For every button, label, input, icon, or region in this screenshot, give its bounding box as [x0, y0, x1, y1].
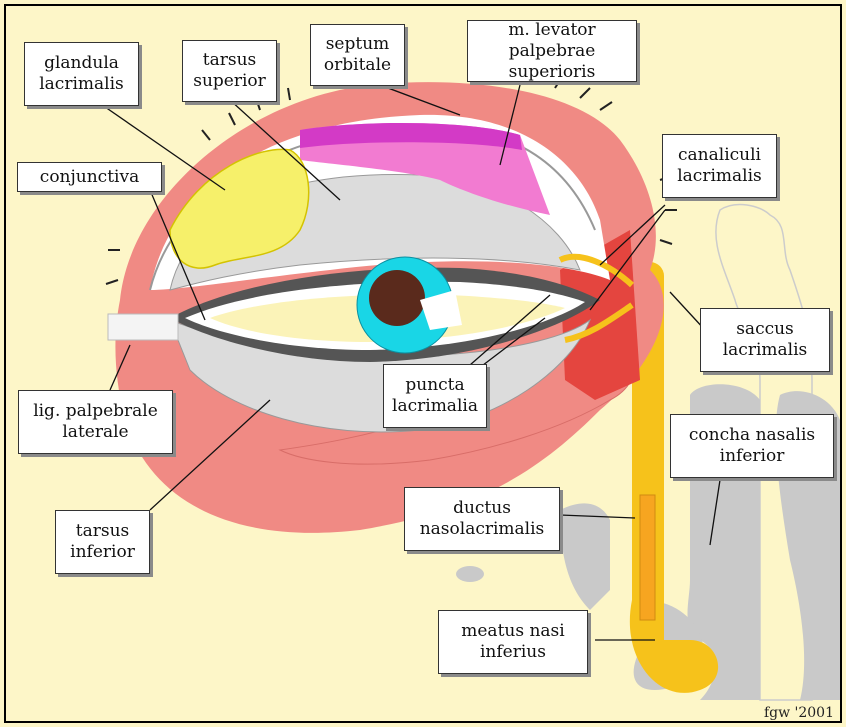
label-puncta-lacrimalia: puncta lacrimalia: [383, 364, 487, 428]
signature: fgw '2001: [764, 705, 834, 721]
label-ductus-nasolacrimalis: ductus nasolacrimalis: [404, 487, 560, 551]
label-lig-palpebrale-laterale: lig. palpebrale laterale: [18, 390, 173, 454]
label-saccus-lacrimalis: saccus lacrimalis: [700, 308, 830, 372]
label-levator: m. levator palpebrae superioris: [467, 20, 637, 82]
label-septum-orbitale: septum orbitale: [310, 24, 405, 86]
label-concha-nasalis-inferior: concha nasalis inferior: [670, 414, 834, 478]
label-tarsus-inferior: tarsus inferior: [55, 510, 150, 574]
pupil: [369, 270, 425, 326]
label-canaliculi-lacrimalis: canaliculi lacrimalis: [662, 134, 777, 198]
label-glandula-lacrimalis: glandula lacrimalis: [24, 42, 139, 106]
label-conjunctiva: conjunctiva: [17, 162, 162, 192]
lateral-ligament: [108, 314, 178, 340]
label-meatus-nasi-inferius: meatus nasi inferius: [438, 610, 588, 674]
label-tarsus-superior: tarsus superior: [182, 40, 277, 102]
